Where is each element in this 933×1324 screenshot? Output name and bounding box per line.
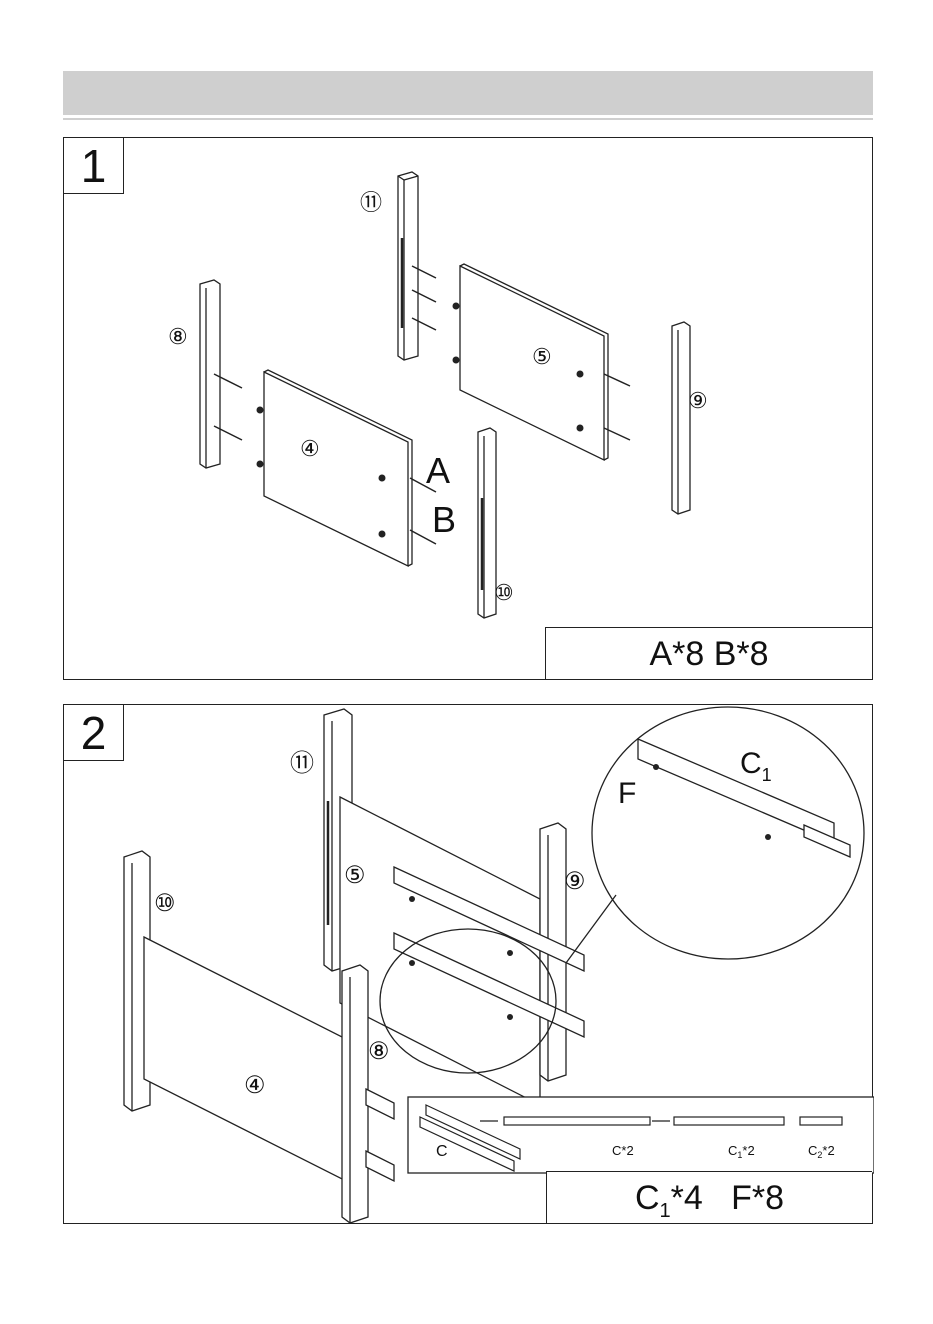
hardware-quantity-box: C1*4 F*8: [546, 1171, 872, 1223]
step-2-panel: ⑪ ⑤ ⑨ ⑩ ⑧ ④ C1 F C C*2 C1*2 C2*2 2 C1*4 …: [63, 704, 873, 1224]
label-part-10: ⑩: [494, 580, 514, 605]
hardware-quantity-box: A*8 B*8: [545, 627, 872, 679]
step-number: 2: [64, 705, 124, 761]
label-part-9: ⑨: [564, 868, 586, 895]
header-bar: [63, 71, 873, 115]
quantity-c-sub: 1: [660, 1200, 671, 1222]
quantity-c-label: C: [635, 1179, 660, 1217]
label-part-5: ⑤: [532, 344, 552, 369]
label-part-4: ④: [244, 1072, 266, 1099]
label-part-11: ⑪: [290, 750, 314, 777]
header-rule: [63, 118, 873, 120]
rail-label-c: C: [436, 1143, 448, 1160]
label-part-8: ⑧: [168, 324, 188, 349]
detail-label-f: F: [618, 777, 636, 810]
step-2-illustration: ⑪ ⑤ ⑨ ⑩ ⑧ ④ C1 F C C*2 C1*2 C2*2: [64, 705, 874, 1225]
post-8: [200, 280, 220, 468]
post-9: [672, 322, 690, 514]
label-part-11: ⑪: [360, 190, 382, 215]
post-8: [342, 965, 368, 1223]
label-part-9: ⑨: [688, 388, 708, 413]
label-part-8: ⑧: [368, 1038, 390, 1065]
panel-4: [264, 372, 408, 566]
label-part-4: ④: [300, 436, 320, 461]
step-1-illustration: ⑪ ⑧ ⑤ ⑨ ④ ⑩ A B: [64, 138, 874, 681]
label-part-5: ⑤: [344, 862, 366, 889]
step-1-panel: ⑪ ⑧ ⑤ ⑨ ④ ⑩ A B 1 A*8 B*8: [63, 137, 873, 680]
panel-4: [144, 937, 354, 1185]
step-number: 1: [64, 138, 124, 194]
quantity-c-tail: *4: [671, 1179, 703, 1217]
label-hardware-a: A: [426, 450, 450, 491]
quantity-f-label: F*8: [731, 1179, 784, 1217]
rail-label-c-qty: C*2: [612, 1143, 634, 1158]
label-part-10: ⑩: [154, 890, 176, 917]
label-hardware-b: B: [432, 499, 456, 540]
